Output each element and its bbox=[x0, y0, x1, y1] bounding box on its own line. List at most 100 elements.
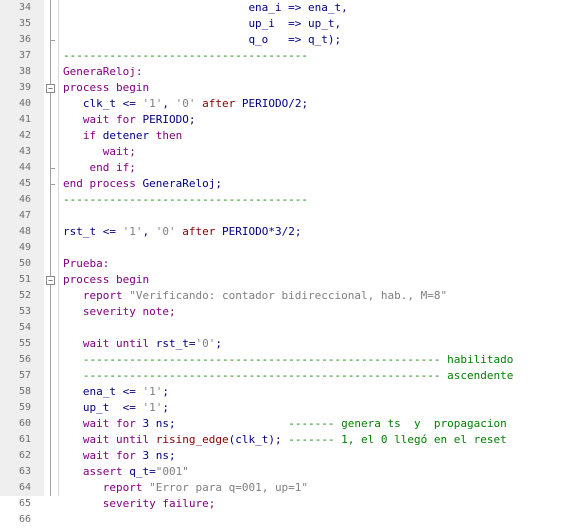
line-number: 43 bbox=[18, 146, 31, 157]
code-token: "Verificando: contador bidireccional, ha… bbox=[129, 289, 448, 302]
line-number: 45 bbox=[18, 178, 31, 189]
code-line[interactable]: 59 up_t <= '1'; bbox=[0, 400, 561, 416]
code-line[interactable]: 56 -------------------------------------… bbox=[0, 352, 561, 368]
code-line[interactable]: 65 severity failure; bbox=[0, 496, 561, 512]
line-number: 55 bbox=[18, 338, 31, 349]
code-line[interactable]: 43 wait; bbox=[0, 144, 561, 160]
code-line[interactable]: 58 ena_t <= '1'; bbox=[0, 384, 561, 400]
code-token: ------- genera ts y propagacion bbox=[175, 417, 507, 430]
line-number: 64 bbox=[18, 482, 31, 493]
code-line[interactable]: 66 bbox=[0, 512, 561, 528]
line-number: 40 bbox=[18, 98, 31, 109]
line-number: 49 bbox=[18, 242, 31, 253]
line-code: up_i => up_t, bbox=[63, 16, 341, 32]
code-token: wait until bbox=[82, 433, 156, 446]
code-token: Prueba: bbox=[63, 257, 110, 270]
code-token: report bbox=[82, 289, 130, 302]
line-code: process begin bbox=[63, 272, 149, 288]
line-code: ena_i => ena_t, bbox=[63, 0, 347, 16]
code-token: process begin bbox=[63, 273, 150, 286]
line-code: q_o => q_t); bbox=[63, 32, 341, 48]
code-line[interactable]: 41 wait for PERIODO; bbox=[0, 112, 561, 128]
code-line[interactable]: 51 process begin bbox=[0, 272, 561, 288]
code-line[interactable]: 64 report "Error para q=001, up=1" bbox=[0, 480, 561, 496]
line-code: severity failure; bbox=[63, 496, 216, 512]
code-token: '1' bbox=[122, 225, 143, 238]
code-line[interactable]: 55 wait until rst_t='0'; bbox=[0, 336, 561, 352]
line-code: ----------------------------------------… bbox=[63, 352, 513, 368]
line-code: wait for PERIODO; bbox=[63, 112, 196, 128]
code-line[interactable]: 46------------------------------------- bbox=[0, 192, 561, 208]
code-line[interactable]: 54 bbox=[0, 320, 561, 336]
code-line[interactable]: 34 ena_i => ena_t, bbox=[0, 0, 561, 16]
code-line[interactable]: 61 wait until rising_edge(clk_t); ------… bbox=[0, 432, 561, 448]
fold-end-tick bbox=[50, 40, 55, 41]
code-token: wait until bbox=[82, 337, 156, 350]
code-line[interactable]: 47 bbox=[0, 208, 561, 224]
line-number: 56 bbox=[18, 354, 31, 365]
line-code: report "Verificando: contador bidireccio… bbox=[63, 288, 447, 304]
code-token: '1' bbox=[142, 97, 163, 110]
code-line[interactable]: 42 if detener then bbox=[0, 128, 561, 144]
line-code: ----------------------------------------… bbox=[63, 368, 513, 384]
code-line[interactable]: 40 clk_t <= '1', '0' after PERIODO/2; bbox=[0, 96, 561, 112]
code-line[interactable]: 36 q_o => q_t); bbox=[0, 32, 561, 48]
code-token: report bbox=[102, 481, 150, 494]
line-number: 41 bbox=[18, 114, 31, 125]
code-token: '1' bbox=[142, 385, 163, 398]
code-line[interactable]: 53 severity note; bbox=[0, 304, 561, 320]
code-token: GeneraReloj; bbox=[142, 177, 222, 190]
fold-toggle-icon[interactable]: − bbox=[46, 84, 55, 93]
line-code: rst_t <= '1', '0' after PERIODO*3/2; bbox=[63, 224, 301, 240]
line-number: 52 bbox=[18, 290, 31, 301]
line-number: 57 bbox=[18, 370, 31, 381]
code-token: '0' bbox=[175, 97, 196, 110]
code-token: after bbox=[175, 225, 222, 238]
code-line[interactable]: 62 wait for 3 ns; bbox=[0, 448, 561, 464]
code-token: wait for bbox=[82, 417, 143, 430]
code-line[interactable]: 45 end process GeneraReloj; bbox=[0, 176, 561, 192]
code-token: clk_t <= bbox=[82, 97, 143, 110]
code-token: '1' bbox=[142, 401, 163, 414]
code-token: if bbox=[82, 129, 103, 142]
line-number: 63 bbox=[18, 466, 31, 477]
line-number: 51 bbox=[18, 274, 31, 285]
code-line[interactable]: 35 up_i => up_t, bbox=[0, 16, 561, 32]
line-code: ena_t <= '1'; bbox=[63, 384, 169, 400]
code-token: ----------------------------------------… bbox=[82, 353, 514, 366]
line-code: end process GeneraReloj; bbox=[63, 176, 222, 192]
code-line[interactable]: 52 report "Verificando: contador bidirec… bbox=[0, 288, 561, 304]
code-line[interactable]: 44 end if; bbox=[0, 160, 561, 176]
code-token: , bbox=[162, 97, 176, 110]
line-code: wait for 3 ns; bbox=[63, 448, 176, 464]
code-line[interactable]: 57 -------------------------------------… bbox=[0, 368, 561, 384]
code-token: rising_edge bbox=[155, 433, 229, 446]
code-token: "001" bbox=[155, 465, 189, 478]
line-number: 36 bbox=[18, 34, 31, 45]
line-number: 35 bbox=[18, 18, 31, 29]
fold-end-tick bbox=[50, 184, 55, 185]
code-token: detener bbox=[102, 129, 156, 142]
code-token: (clk_t); bbox=[228, 433, 289, 446]
line-code: wait for 3 ns; ------- genera ts y propa… bbox=[63, 416, 507, 432]
code-line[interactable]: 63 assert q_t="001" bbox=[0, 464, 561, 480]
fold-toggle-icon[interactable]: − bbox=[46, 276, 55, 285]
code-line[interactable]: 60 wait for 3 ns; ------- genera ts y pr… bbox=[0, 416, 561, 432]
line-number: 37 bbox=[18, 50, 31, 61]
code-token: ------- 1, el 0 llegó en el reset bbox=[288, 433, 507, 446]
code-token: '0' bbox=[195, 337, 216, 350]
code-token: GeneraReloj: bbox=[63, 65, 143, 78]
code-token: PERIODO; bbox=[142, 113, 196, 126]
code-line[interactable]: 37 ------------------------------------- bbox=[0, 48, 561, 64]
line-number: 58 bbox=[18, 386, 31, 397]
code-line[interactable]: 49 bbox=[0, 240, 561, 256]
code-token: wait for bbox=[82, 113, 143, 126]
code-token: ------------------------------------- bbox=[63, 49, 309, 62]
line-number: 44 bbox=[18, 162, 31, 173]
code-token: '0' bbox=[155, 225, 176, 238]
